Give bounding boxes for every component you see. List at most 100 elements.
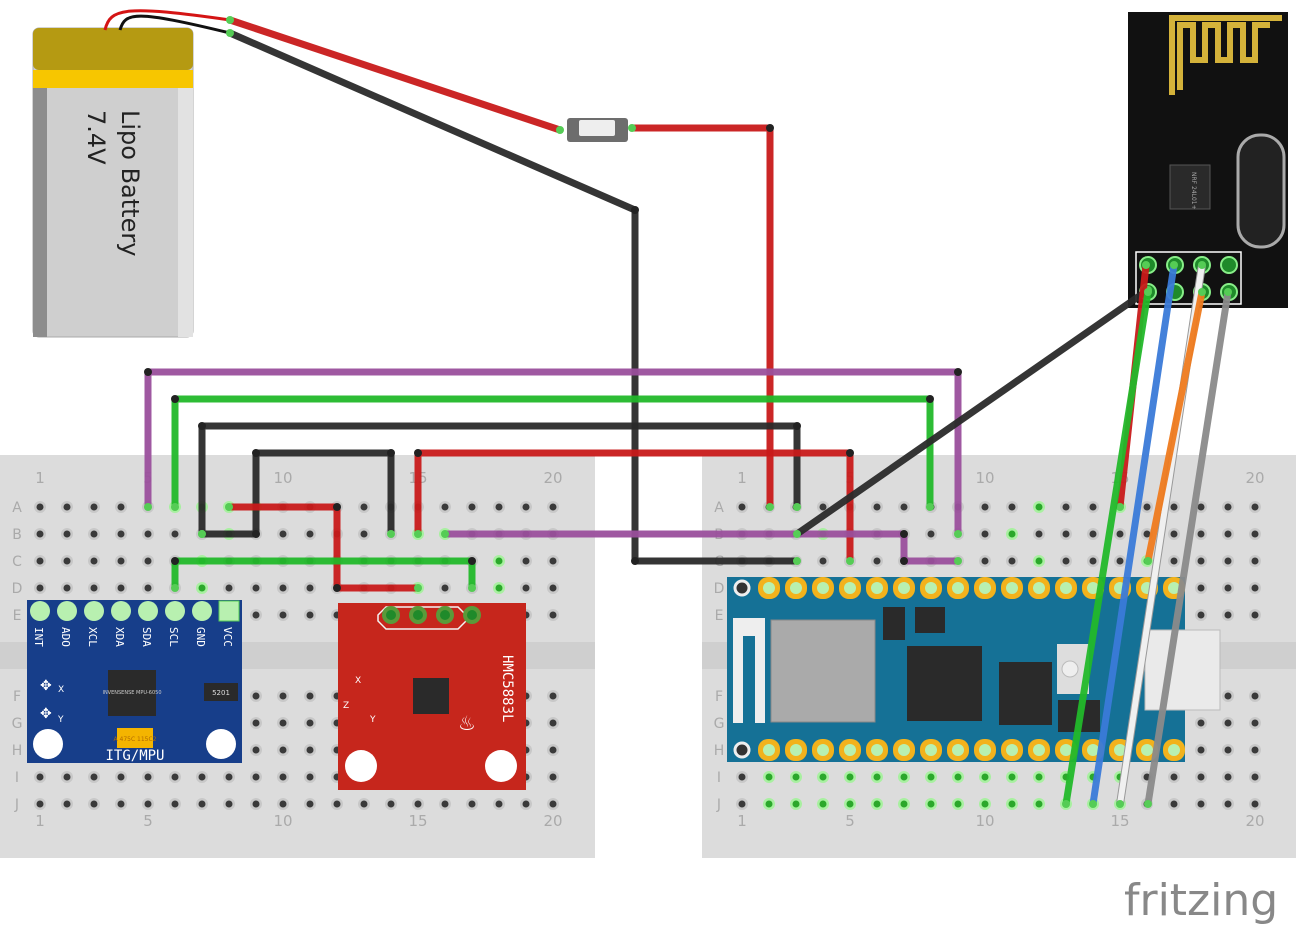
wire-end[interactable] (766, 503, 774, 511)
breadboard-hole-center (117, 800, 125, 808)
wire-bendpoint[interactable] (198, 422, 206, 430)
breadboard-hole-center (1197, 800, 1205, 808)
wire-bendpoint[interactable] (846, 449, 854, 457)
mpu-pin-xda[interactable] (111, 601, 131, 621)
wire-end[interactable] (1062, 800, 1070, 808)
wire-bendpoint[interactable] (926, 395, 934, 403)
green-wire[interactable] (171, 557, 476, 592)
purple-wire[interactable] (441, 530, 962, 565)
orange-wire[interactable] (1144, 288, 1206, 565)
breadboard-hole-center (468, 503, 476, 511)
breadboard-hole-center (819, 773, 827, 781)
red-wire[interactable] (226, 16, 564, 134)
wire-end[interactable] (414, 530, 422, 538)
breadboard-hole-center (549, 692, 557, 700)
wire-end[interactable] (1142, 261, 1150, 269)
wire-end[interactable] (414, 584, 422, 592)
breadboard-hole-center (765, 800, 773, 808)
wire-end[interactable] (441, 530, 449, 538)
wire-end[interactable] (1144, 288, 1152, 296)
wire-bendpoint[interactable] (954, 368, 962, 376)
breadboard-hole-center (387, 800, 395, 808)
mpu-pin-ado[interactable] (57, 601, 77, 621)
lipo-battery[interactable]: Lipo Battery 7.4V (32, 9, 231, 338)
wire-end[interactable] (1144, 557, 1152, 565)
wire-bendpoint[interactable] (333, 584, 341, 592)
wire-end[interactable] (556, 126, 564, 134)
wire-end[interactable] (628, 124, 636, 132)
red-wire[interactable] (225, 503, 422, 592)
nrf24l01-module[interactable]: NRF 24L01+ (1128, 12, 1288, 308)
mpu-pin-xcl[interactable] (84, 601, 104, 621)
wire-end[interactable] (793, 503, 801, 511)
arduino-pin-hole (1060, 744, 1072, 756)
wire-bendpoint[interactable] (900, 557, 908, 565)
power-switch[interactable] (567, 118, 628, 142)
wire-bendpoint[interactable] (144, 368, 152, 376)
red-wire[interactable] (414, 449, 854, 565)
wire-bendpoint[interactable] (468, 557, 476, 565)
breadboard-hole-center (1224, 800, 1232, 808)
black-wire[interactable] (226, 29, 801, 565)
wire-bendpoint[interactable] (631, 206, 639, 214)
wire-bendpoint[interactable] (387, 449, 395, 457)
wire-bendpoint[interactable] (414, 449, 422, 457)
wire-end[interactable] (926, 503, 934, 511)
breadboard-hole-center (306, 692, 314, 700)
wire-end[interactable] (144, 503, 152, 511)
wire-bendpoint[interactable] (171, 395, 179, 403)
breadboard-hole-center (1251, 530, 1259, 538)
green-wire[interactable] (1062, 288, 1152, 808)
wire-end[interactable] (387, 530, 395, 538)
wire-end[interactable] (171, 503, 179, 511)
breadboard-hole-center (1197, 557, 1205, 565)
wire-bendpoint[interactable] (171, 557, 179, 565)
wire-end[interactable] (1198, 288, 1206, 296)
wire-end[interactable] (846, 557, 854, 565)
wire-bendpoint[interactable] (252, 530, 260, 538)
arduino-nano-board[interactable] (727, 577, 1221, 762)
black-wire[interactable] (198, 422, 801, 538)
wire-bendpoint[interactable] (793, 422, 801, 430)
wire-end[interactable] (1170, 261, 1178, 269)
wire-bendpoint[interactable] (631, 557, 639, 565)
wire-bendpoint[interactable] (900, 530, 908, 538)
nrf-pin[interactable] (1220, 256, 1238, 274)
wire-end[interactable] (226, 29, 234, 37)
black-wire[interactable] (793, 286, 1152, 538)
gray-wire[interactable] (1144, 288, 1232, 808)
wire-end[interactable] (225, 503, 233, 511)
wire-end[interactable] (1116, 800, 1124, 808)
hmc5883l-module[interactable]: HMC5883L X Y Z ♨ (338, 603, 526, 790)
wire-bendpoint[interactable] (252, 449, 260, 457)
green-wire[interactable] (171, 395, 934, 511)
wire-end[interactable] (468, 584, 476, 592)
wire-end[interactable] (954, 530, 962, 538)
wire-end[interactable] (171, 584, 179, 592)
wire-end[interactable] (1144, 800, 1152, 808)
wire-end[interactable] (793, 557, 801, 565)
wire-end[interactable] (1224, 288, 1232, 296)
wire-end[interactable] (1198, 261, 1206, 269)
mpu-pin-vcc[interactable] (218, 600, 240, 622)
mpu-pin-sda[interactable] (138, 601, 158, 621)
breadboard-hole-center (1170, 773, 1178, 781)
breadboard-hole-center (927, 530, 935, 538)
wire-bendpoint[interactable] (333, 503, 341, 511)
mpu-pin-gnd[interactable] (192, 601, 212, 621)
mpu-pin-scl[interactable] (165, 601, 185, 621)
purple-wire[interactable] (144, 368, 962, 538)
wire-end[interactable] (1089, 800, 1097, 808)
wire-end[interactable] (198, 530, 206, 538)
breadboard-hole-center (144, 773, 152, 781)
wire-end[interactable] (793, 530, 801, 538)
mpu-pin-int[interactable] (30, 601, 50, 621)
wire-end[interactable] (954, 557, 962, 565)
arduino-pin-hole (979, 744, 991, 756)
wire-end[interactable] (1116, 503, 1124, 511)
wire-bendpoint[interactable] (766, 124, 774, 132)
wire-end[interactable] (226, 16, 234, 24)
column-label: 10 (273, 469, 292, 487)
blue-wire[interactable] (1089, 261, 1178, 808)
